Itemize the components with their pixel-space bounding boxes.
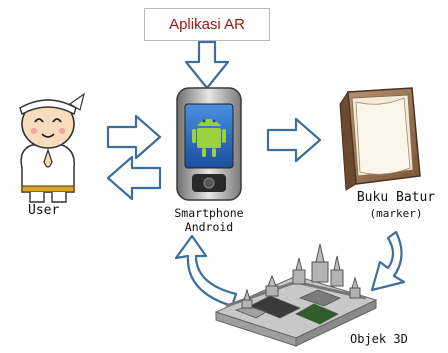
- arrow-user-to-phone: [106, 114, 162, 160]
- arrow-app-to-phone: [184, 40, 230, 90]
- smartphone-label-line2: Android: [184, 220, 234, 234]
- arrow-book-to-object: [370, 230, 406, 292]
- smartphone-device: [176, 87, 242, 201]
- book-label-line1: Buku Batur: [356, 190, 436, 205]
- user-figure: [19, 92, 85, 203]
- app-box: Aplikasi AR: [144, 8, 270, 41]
- arrow-phone-to-book: [266, 117, 322, 163]
- arrow-phone-to-user: [106, 155, 162, 201]
- book-label-line2: (marker): [369, 207, 423, 220]
- smartphone-label-line1: Smartphone: [174, 206, 244, 220]
- android-icon: [192, 119, 226, 157]
- smartphone-label: Smartphone Android: [161, 206, 257, 234]
- book-label: Buku Batur (marker): [346, 190, 446, 222]
- book-marker: [339, 87, 421, 191]
- app-box-label: Aplikasi AR: [169, 16, 245, 33]
- arrow-object-to-phone: [174, 234, 238, 308]
- temple-3d-object: [214, 243, 378, 347]
- user-label: User: [28, 203, 60, 218]
- object3d-label: Objek 3D: [350, 332, 408, 346]
